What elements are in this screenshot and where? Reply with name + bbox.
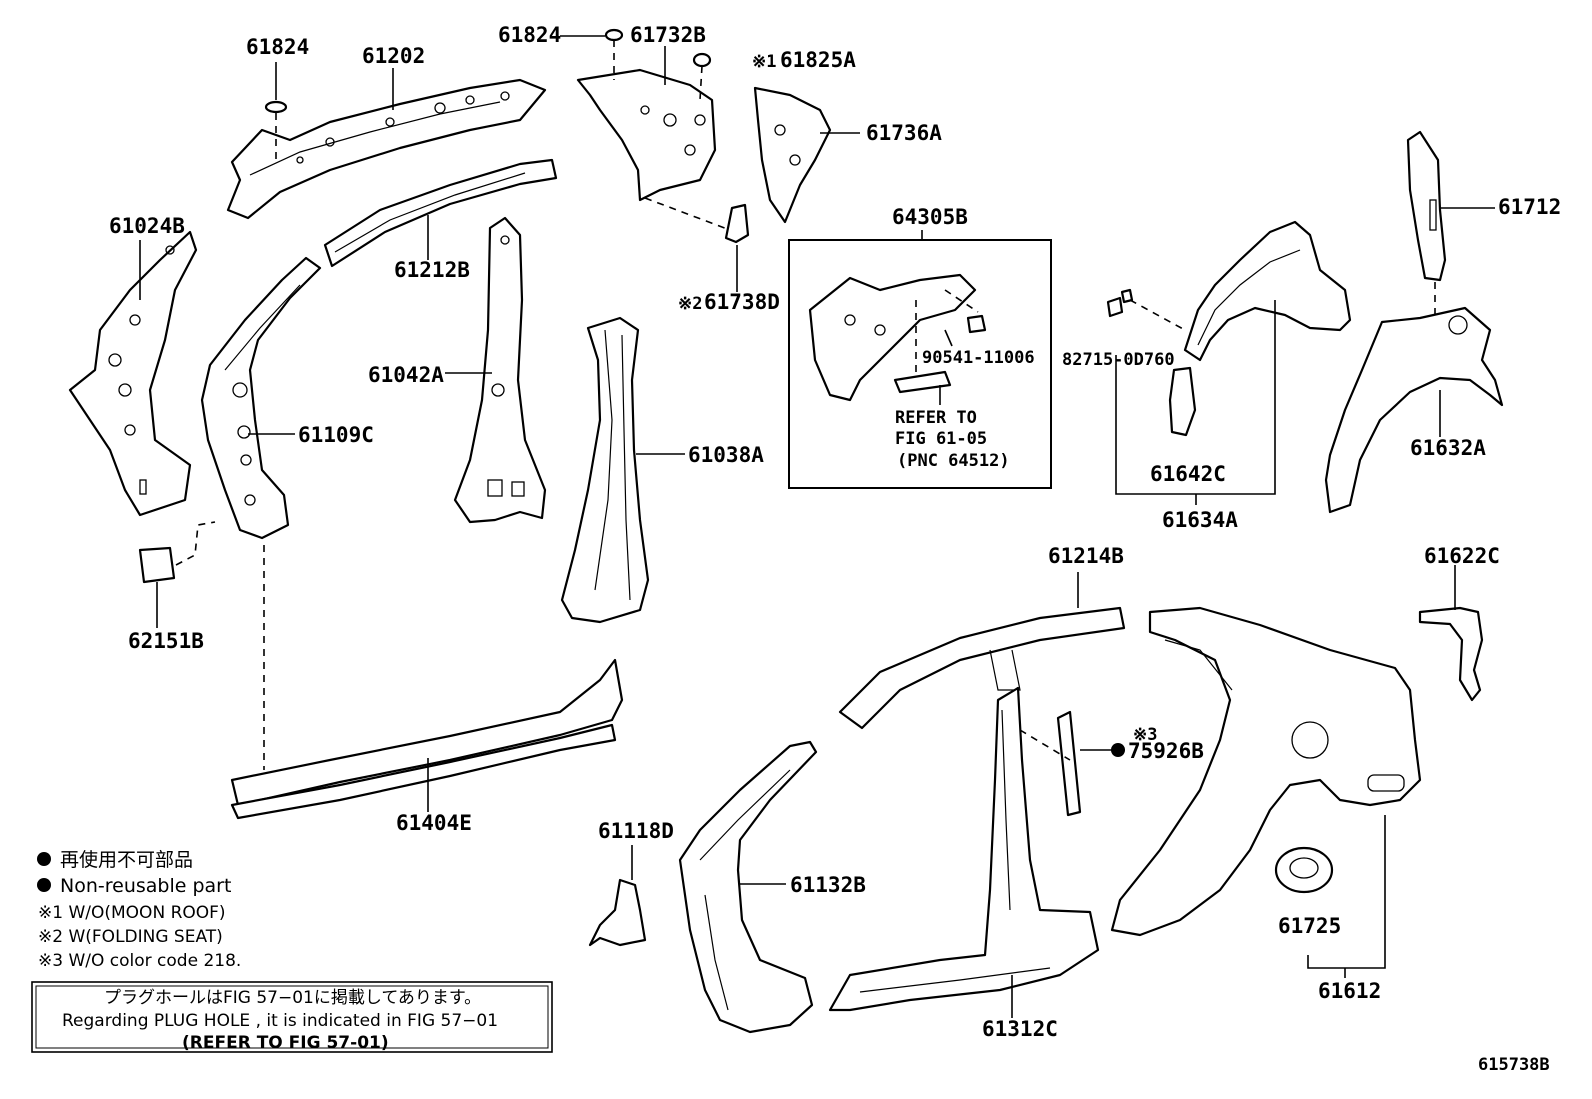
legend-note-3: ※3 W/O color code 218.	[38, 951, 241, 971]
part-61712-quarter-inner-extension[interactable]	[1406, 130, 1447, 282]
part-61132B-front-pillar-outer[interactable]	[678, 740, 818, 1034]
label-61404E: 61404E	[396, 811, 472, 835]
label-61824-a: 61824	[246, 35, 309, 59]
part-82715-0D760-clamp[interactable]	[1106, 288, 1134, 318]
part-75926B-pillar-garnish[interactable]	[1056, 710, 1082, 817]
label-61202: 61202	[362, 44, 425, 68]
legend-non-reusable-jp: 再使用不可部品	[60, 849, 193, 871]
label-61738D: 61738D	[704, 290, 780, 314]
part-61632A-quarter-wheelhouse-outer[interactable]	[1324, 306, 1504, 514]
non-reusable-marker	[1111, 743, 1125, 757]
label-61732B: 61732B	[630, 23, 706, 47]
part-61202-roof-side-rail[interactable]	[226, 78, 547, 220]
part-61824-plug-a[interactable]	[264, 100, 288, 114]
part-61725-fuel-filler-opening[interactable]	[1274, 846, 1334, 894]
label-61312C: 61312C	[982, 1017, 1058, 1041]
refer-line-1: REFER TO	[895, 408, 977, 428]
label-61612: 61612	[1318, 979, 1381, 1003]
part-61109C-front-pillar-inner[interactable]	[200, 256, 322, 540]
label-61725: 61725	[1278, 914, 1341, 938]
label-75926B: 75926B	[1128, 739, 1204, 763]
legend-note-2: ※2 W(FOLDING SEAT)	[38, 927, 223, 947]
part-90541-11006-clip[interactable]	[966, 314, 987, 334]
group-box-64305B	[788, 239, 1052, 489]
plug-hole-note-box	[31, 981, 553, 1053]
label-61042A: 61042A	[368, 363, 444, 387]
part-61404E-rocker-panel[interactable]	[230, 658, 624, 820]
label-61212B: 61212B	[394, 258, 470, 282]
label-61824-b: 61824	[498, 23, 561, 47]
label-61118D: 61118D	[598, 819, 674, 843]
part-62151B-block[interactable]	[138, 546, 176, 584]
plug-note-jp: プラグホールはFIG 57−01に掲載してあります。	[104, 988, 481, 1008]
part-64305B-bracket-assembly[interactable]	[808, 273, 977, 402]
label-62151B: 62151B	[128, 629, 204, 653]
refer-line-3: (PNC 64512)	[897, 451, 1010, 471]
label-61024B: 61024B	[109, 214, 185, 238]
mark-75926B: ※3	[1133, 725, 1157, 745]
label-61214B: 61214B	[1048, 544, 1124, 568]
label-64305B: 64305B	[892, 205, 968, 229]
refer-line-2: FIG 61-05	[895, 429, 987, 449]
label-61109C: 61109C	[298, 423, 374, 447]
part-61118D-bracket[interactable]	[588, 878, 647, 947]
label-61634A: 61634A	[1162, 508, 1238, 532]
legend-non-reusable-en: Non-reusable part	[60, 875, 231, 897]
label-90541-11006: 90541-11006	[922, 348, 1035, 368]
label-61038A: 61038A	[688, 443, 764, 467]
part-61622C-bracket[interactable]	[1418, 606, 1484, 702]
part-61612-quarter-panel[interactable]	[1110, 606, 1422, 937]
label-61825A: 61825A	[780, 48, 856, 72]
label-61632A: 61632A	[1410, 436, 1486, 460]
legend-bullet-jp	[37, 852, 51, 866]
part-61634A-wheelhouse-assembly[interactable]	[1183, 220, 1352, 362]
label-82715-0D760: 82715-0D760	[1062, 350, 1175, 370]
part-64512-bracket-ref[interactable]	[893, 370, 952, 394]
plug-note-ref: (REFER TO FIG 57-01)	[182, 1033, 389, 1053]
legend-note-1: ※1 W/O(MOON ROOF)	[38, 903, 226, 923]
label-61736A: 61736A	[866, 121, 942, 145]
label-61132B: 61132B	[790, 873, 866, 897]
part-61824-plug-b[interactable]	[604, 28, 624, 42]
part-61214B-roof-side-outer[interactable]	[838, 606, 1126, 730]
part-61738D-bracket[interactable]	[724, 203, 750, 244]
part-61212B-roof-rail-inner[interactable]	[323, 158, 558, 268]
part-61736A-quarter-panel-extension[interactable]	[753, 86, 832, 224]
part-61024B-cowl-side-panel[interactable]	[68, 230, 198, 517]
mark-61738D: ※2	[678, 294, 702, 314]
legend-bullet-en	[37, 878, 51, 892]
mark-61825A: ※1	[752, 52, 776, 72]
label-61642C: 61642C	[1150, 462, 1226, 486]
part-61825A-plug[interactable]	[692, 52, 712, 68]
part-61732B-quarter-inner-upper[interactable]	[576, 68, 717, 202]
plug-note-en: Regarding PLUG HOLE , it is indicated in…	[62, 1011, 498, 1031]
part-61038A-center-pillar-reinforcement[interactable]	[560, 316, 650, 624]
part-61312C-side-panel-center[interactable]	[828, 686, 1100, 1012]
label-61622C: 61622C	[1424, 544, 1500, 568]
label-61712: 61712	[1498, 195, 1561, 219]
diagram-id: 615738B	[1478, 1055, 1550, 1075]
part-61042A-center-pillar-inner[interactable]	[453, 216, 547, 524]
part-61642C-wheelhouse-inner[interactable]	[1168, 366, 1197, 437]
